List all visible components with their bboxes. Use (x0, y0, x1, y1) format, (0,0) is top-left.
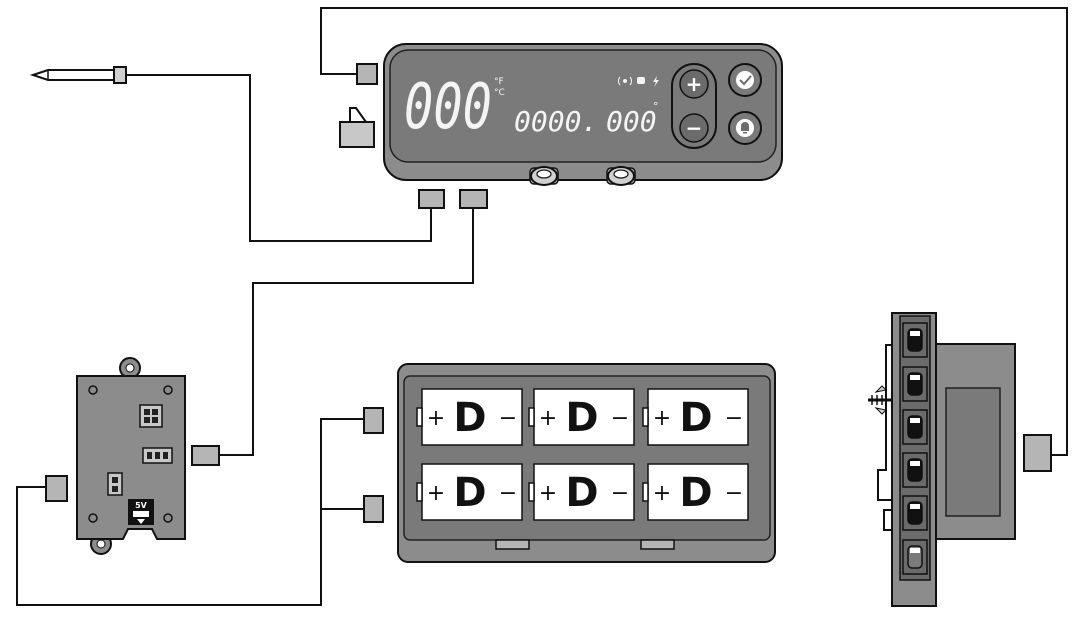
module-connector-right (191, 445, 220, 466)
battery-terminal (416, 482, 423, 502)
battery-minus-label: − (499, 406, 517, 431)
hopper-slots (902, 322, 928, 575)
hopper-slot (902, 495, 928, 531)
battery-plus-label: + (427, 481, 445, 506)
checkmark-icon (739, 75, 752, 86)
battery-cells: +D−+D−+D−+D−+D−+D− (416, 388, 749, 521)
wire-battery-loop (16, 418, 364, 606)
battery-plus-label: + (427, 406, 445, 431)
battery-plus-label: + (539, 481, 557, 506)
bell-icon (741, 122, 749, 134)
hopper-slot (902, 322, 928, 358)
battery-terminal (528, 407, 535, 427)
voltage-label: 5V (135, 501, 148, 510)
battery-minus-label: − (611, 481, 629, 506)
hopper-window (945, 387, 1001, 517)
controller: 000 °F °C 0000. 000 ° + − (339, 43, 783, 209)
battery-terminal (642, 407, 649, 427)
probe-temperature-display: 000 (606, 105, 657, 138)
battery-connector-bottom (363, 495, 384, 523)
unit-celsius-label: °C (494, 88, 505, 98)
battery-minus-label: − (499, 481, 517, 506)
controller-connector-top (356, 63, 378, 85)
battery-cell: + D− (416, 388, 523, 446)
power-bolt-icon (653, 76, 659, 87)
battery-terminal (642, 482, 649, 502)
battery-minus-label: − (725, 481, 743, 506)
controller-connector-power (459, 189, 488, 209)
battery-connector-top (363, 407, 384, 434)
wire-probe (126, 74, 432, 242)
wires (16, 7, 1068, 606)
minus-symbol: − (686, 116, 703, 140)
battery-size-label: D (453, 395, 486, 441)
battery-plus-label: + (539, 406, 557, 431)
battery-minus-label: − (611, 406, 629, 431)
battery-size-label: D (679, 395, 712, 441)
battery-plus-label: + (653, 406, 671, 431)
main-temperature-display: 000 (404, 70, 492, 143)
module-port-4pin (139, 404, 163, 428)
battery-size-label: D (679, 470, 712, 516)
minus-button[interactable] (679, 113, 709, 143)
battery-size-label: D (565, 395, 598, 441)
module-port-2pin (107, 472, 123, 496)
battery-cell: + D− (528, 388, 635, 446)
wifi-signal-icon (618, 76, 632, 86)
wire-top-loop (320, 7, 1068, 456)
wire-power-module (219, 208, 474, 456)
pellet-hopper (868, 312, 1052, 607)
battery-pack: +D−+D−+D−+D−+D−+D− (363, 363, 776, 563)
secondary-display: 0000. (514, 105, 598, 138)
battery-tab-right (640, 539, 675, 550)
probe-handle (113, 66, 127, 84)
battery-cell: + D− (642, 388, 749, 446)
hopper-slot (902, 452, 928, 488)
probe-degree-symbol: ° (653, 100, 659, 113)
bbq-status-icon (637, 77, 645, 84)
module-connector-left (45, 475, 68, 502)
plus-button[interactable] (679, 69, 709, 99)
plus-symbol: + (686, 72, 703, 96)
controller-clip (339, 121, 375, 148)
hopper-slot (902, 366, 928, 402)
battery-cell: + D− (642, 463, 749, 521)
battery-terminal (416, 407, 423, 427)
battery-tab-left (495, 539, 530, 550)
battery-cell: + D− (528, 463, 635, 521)
hopper-connector (1023, 434, 1052, 472)
probe-tip (29, 69, 115, 81)
power-module: 5V (45, 357, 220, 555)
battery-size-label: D (565, 470, 598, 516)
battery-plus-label: + (653, 481, 671, 506)
unit-fahrenheit-label: °F (494, 77, 504, 87)
battery-minus-label: − (725, 406, 743, 431)
screw-icon (868, 385, 892, 415)
battery-terminal (528, 482, 535, 502)
temperature-probe (29, 66, 127, 84)
hopper-slot (902, 409, 928, 445)
battery-size-label: D (453, 470, 486, 516)
hopper-slot (902, 539, 928, 575)
battery-cell: + D− (416, 463, 523, 521)
controller-connector-probe (418, 189, 445, 209)
